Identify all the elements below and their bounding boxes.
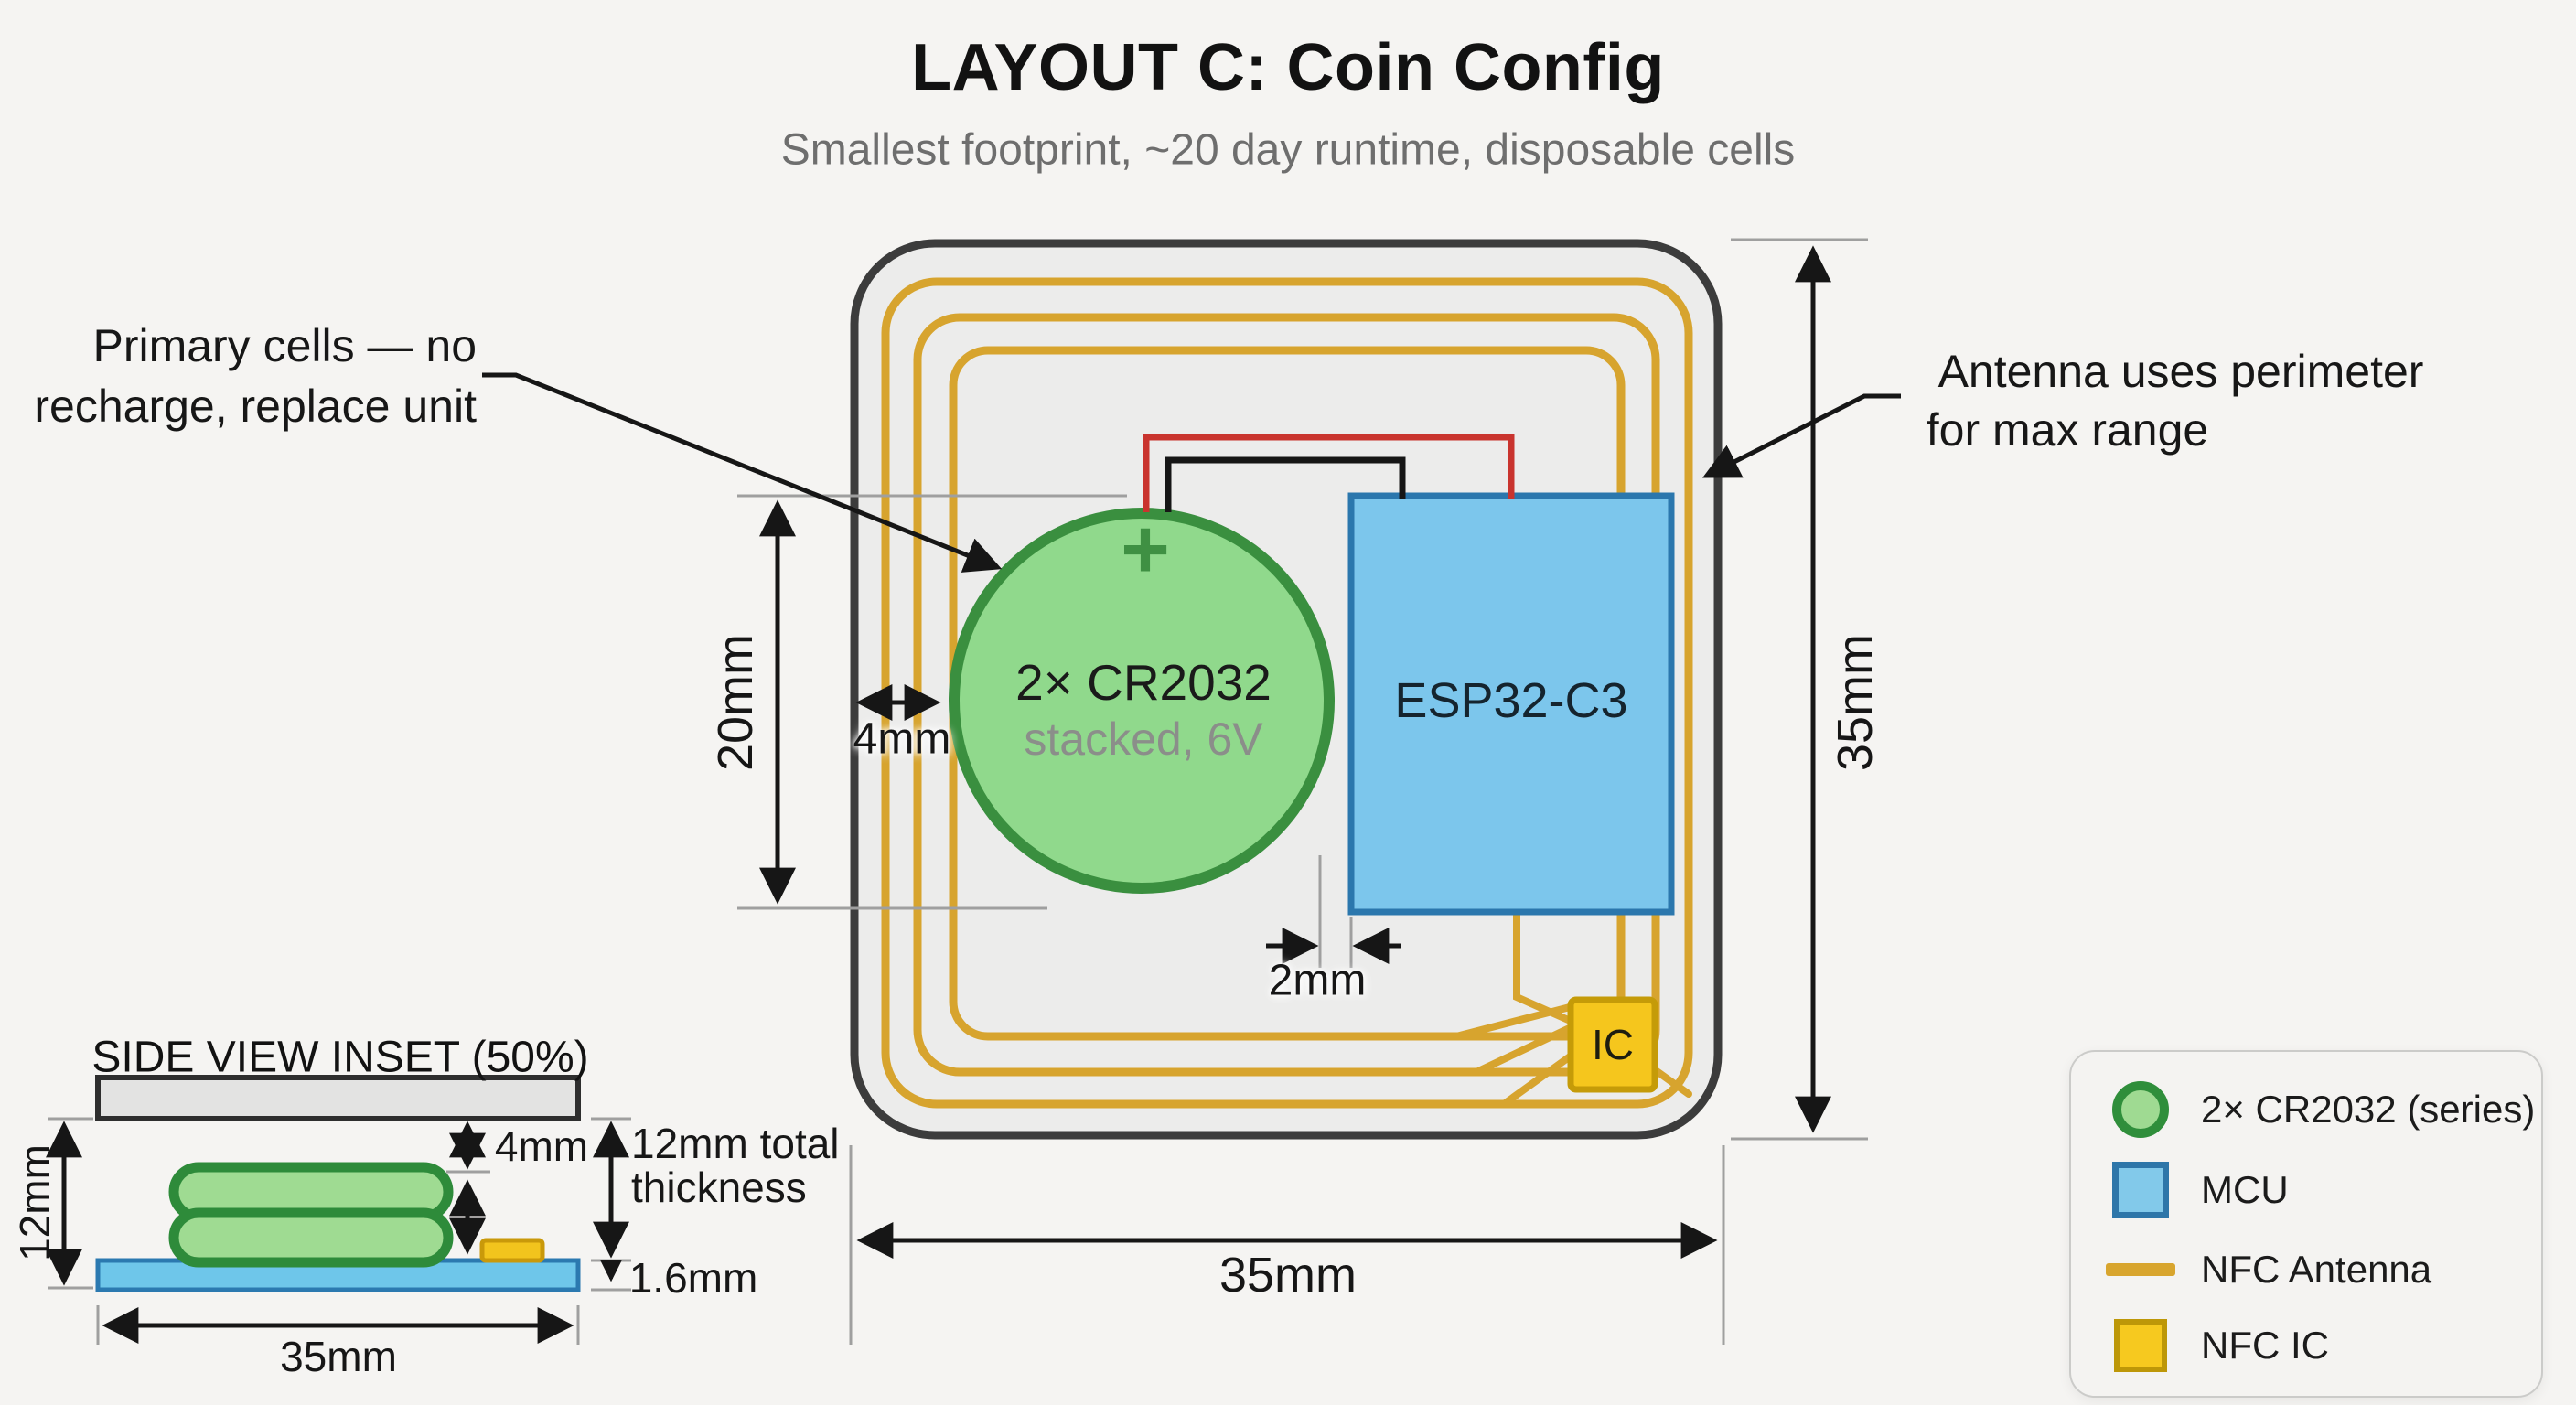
antenna-annotation-line1: Antenna uses perimeter xyxy=(1937,346,2424,397)
battery-swatch-icon xyxy=(2106,1081,2175,1138)
mcu-label: ESP32-C3 xyxy=(1394,673,1628,728)
inset-lid-bar xyxy=(95,1075,581,1121)
extension-lines xyxy=(48,238,1868,1345)
inset-coin-cell-bottom xyxy=(168,1207,454,1268)
side-view-title: SIDE VIEW INSET (50%) xyxy=(91,1033,589,1082)
legend-item-antenna: NFC Antenna xyxy=(2106,1248,2431,1292)
inset-label-lid-gap: 4mm xyxy=(494,1122,589,1170)
antenna-feed-traces xyxy=(1453,908,1692,1108)
dim-label-battery-diameter: 20mm xyxy=(708,633,763,772)
primary-cells-annotation-line2: recharge, replace unit xyxy=(34,381,477,432)
inset-nfc-ic-chip xyxy=(479,1238,545,1263)
legend-label: NFC Antenna xyxy=(2201,1248,2432,1291)
mcu-rect xyxy=(1347,492,1675,916)
legend-item-mcu: MCU xyxy=(2106,1162,2289,1218)
legend-box: 2× CR2032 (series) MCU NFC Antenna NFC I… xyxy=(2069,1050,2543,1398)
inset-label-width: 35mm xyxy=(280,1333,397,1380)
dim-label-board-width: 35mm xyxy=(1218,1248,1358,1303)
nfc-ic-swatch-icon xyxy=(2106,1319,2175,1372)
inset-label-pcb-thickness: 1.6mm xyxy=(628,1254,758,1302)
battery-polarity-symbol: + xyxy=(1121,502,1170,596)
dimension-lines xyxy=(46,245,1831,1344)
mcu-swatch-icon xyxy=(2106,1162,2175,1218)
battery-cell-circle xyxy=(949,508,1335,894)
legend-item-battery: 2× CR2032 (series) xyxy=(2106,1081,2535,1138)
nfc-ic-label: IC xyxy=(1592,1021,1634,1068)
inset-label-stack-height: 12mm xyxy=(11,1144,59,1261)
battery-label: 2× CR2032 xyxy=(1015,654,1272,711)
wire-positive xyxy=(1143,434,1515,512)
page-title: LAYOUT C: Coin Config xyxy=(911,31,1665,104)
antenna-annotation-line2: for max range xyxy=(1926,404,2209,456)
inset-label-total-thickness: 12mm total thickness xyxy=(631,1120,840,1211)
leader-primary-cells xyxy=(482,372,1003,573)
legend-label: MCU xyxy=(2201,1168,2289,1211)
dim-label-board-height: 35mm xyxy=(1828,633,1883,772)
dim-label-edge-clearance: 4mm xyxy=(853,714,951,764)
wire-negative xyxy=(1165,456,1406,512)
page-subtitle: Smallest footprint, ~20 day runtime, dis… xyxy=(780,125,1796,175)
nfc-ic-rect xyxy=(1567,996,1658,1093)
side-view-inset xyxy=(95,1075,581,1292)
legend-label: 2× CR2032 (series) xyxy=(2201,1088,2536,1131)
dim-label-battery-mcu-gap: 2mm xyxy=(1268,956,1367,1005)
leader-antenna xyxy=(1702,393,1901,478)
legend-item-nfc-ic: NFC IC xyxy=(2106,1319,2329,1372)
battery-sublabel: stacked, 6V xyxy=(1024,713,1263,765)
primary-cells-annotation-line1: Primary cells — no xyxy=(92,320,477,371)
legend-label: NFC IC xyxy=(2201,1324,2329,1367)
antenna-swatch-icon xyxy=(2106,1263,2175,1276)
